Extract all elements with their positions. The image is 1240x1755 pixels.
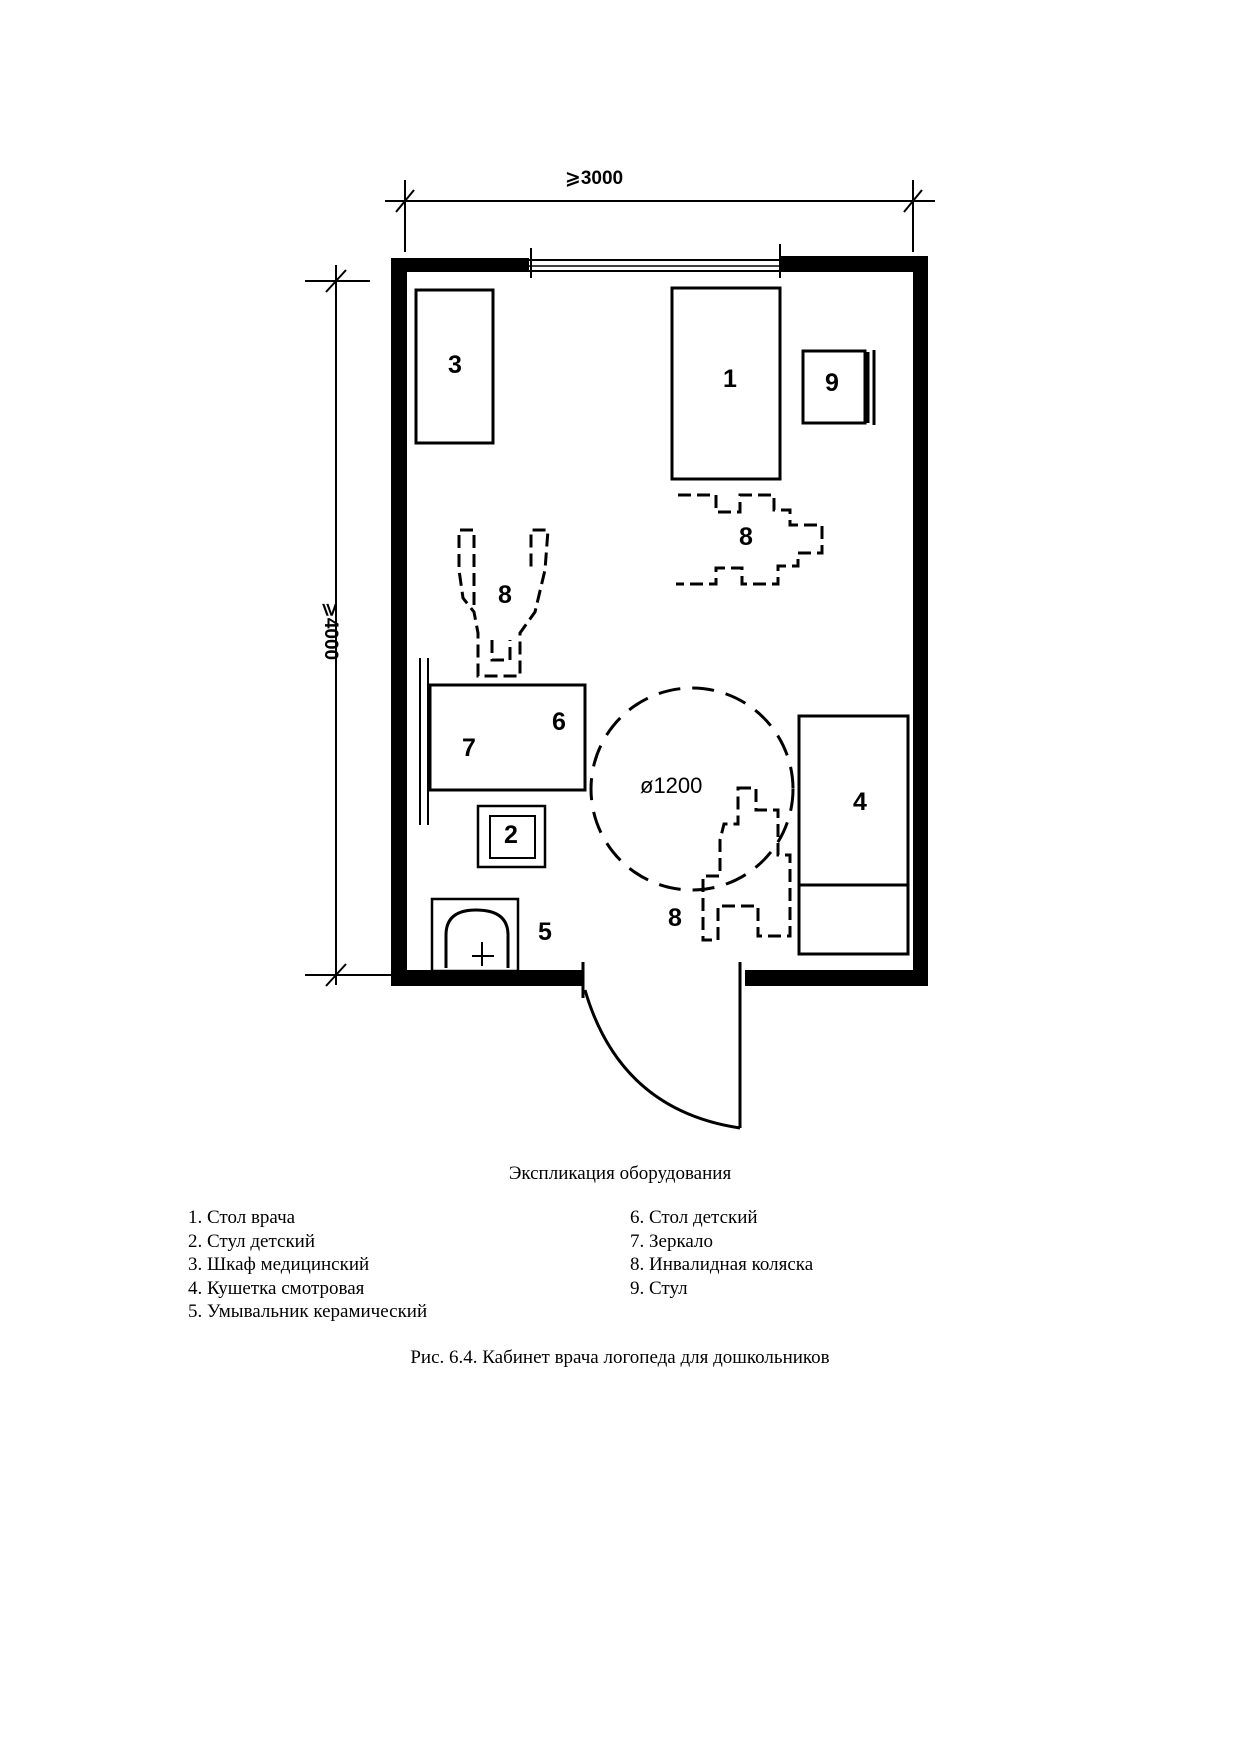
label-2: 2	[504, 821, 518, 849]
door	[581, 962, 742, 1130]
legend-right: 6. Стол детский 7. Зеркало 8. Инвалидная…	[630, 1206, 813, 1300]
length-dimension	[305, 265, 395, 987]
legend-item: 7. Зеркало	[630, 1230, 713, 1252]
child-table	[428, 683, 587, 792]
turning-circle-label: ø1200	[640, 773, 702, 798]
legend-item: 2. Стул детский	[188, 1230, 316, 1252]
label-8-center: 8	[498, 581, 512, 609]
width-dimension	[385, 180, 935, 252]
width-dimension-label: ⩾3000	[565, 168, 623, 189]
explication-title: Экспликация оборудования	[508, 1163, 732, 1184]
label-9: 9	[825, 369, 839, 397]
legend-item: 6. Стол детский	[630, 1207, 758, 1228]
legend-item: 5. Умывальник керамический	[188, 1301, 428, 1322]
walls	[391, 256, 928, 986]
wheelchair-bottom	[701, 786, 792, 942]
chair	[801, 349, 867, 425]
label-6: 6	[552, 708, 566, 736]
turning-circle	[589, 686, 795, 892]
label-1: 1	[723, 365, 737, 393]
label-5: 5	[538, 918, 552, 946]
child-chair	[476, 804, 547, 869]
length-dimension-label: ⩾4000	[320, 602, 341, 660]
legend-item: 3. Шкаф медицинский	[188, 1254, 370, 1275]
legend-item: 1. Стол врача	[188, 1207, 296, 1228]
legend-item: 9. Стул	[630, 1277, 688, 1299]
floor-plan: ⩾3000 ⩾4000	[305, 168, 935, 1130]
doctor-desk	[670, 286, 782, 481]
examination-couch	[797, 714, 910, 956]
legend-item: 4. Кушетка смотровая	[188, 1277, 365, 1299]
medical-cabinet	[414, 288, 495, 445]
washbasin	[430, 897, 520, 973]
label-8-bottom: 8	[668, 904, 682, 932]
wheelchair-center	[457, 528, 550, 678]
legend-left: 1. Стол врача 2. Стул детский 3. Шкаф ме…	[188, 1206, 427, 1324]
wheelchairs	[457, 493, 824, 942]
wheelchair-top	[676, 493, 824, 586]
window	[529, 244, 781, 278]
figure-caption: Рис. 6.4. Кабинет врача логопеда для дош…	[410, 1347, 830, 1368]
legend-item: 8. Инвалидная коляска	[630, 1254, 814, 1275]
label-8-top: 8	[739, 523, 753, 551]
label-4: 4	[853, 788, 867, 816]
label-7: 7	[462, 734, 476, 762]
label-3: 3	[448, 351, 462, 379]
furniture	[414, 286, 910, 973]
